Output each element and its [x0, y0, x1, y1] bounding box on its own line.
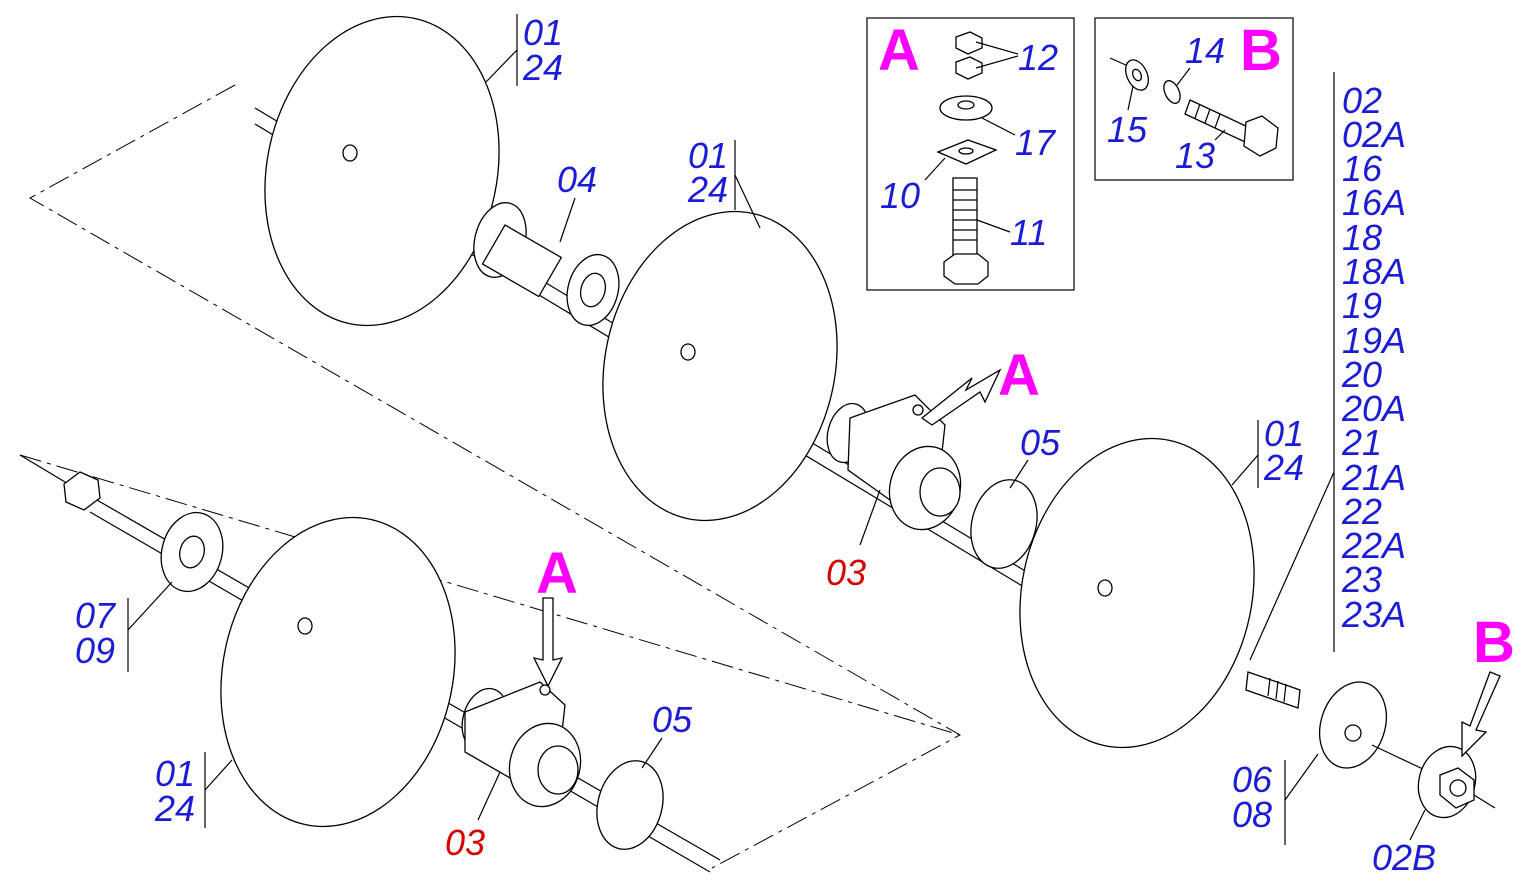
callout-spacer-05-mid: 05	[1020, 422, 1061, 463]
inset-a: A 12 17 10 11	[866, 17, 1075, 291]
upper-shaft-assembly	[254, 15, 1496, 819]
shaft-item-10: 21	[1341, 422, 1382, 463]
callout-mid-disc-24: 24	[687, 169, 728, 210]
housing-03-bottom	[461, 681, 582, 808]
callout-spacer-05-bottom: 05	[652, 699, 693, 740]
label-10: 10	[880, 175, 920, 216]
shaft-item-12: 22	[1341, 491, 1382, 532]
shaft-item-15: 23A	[1341, 594, 1406, 635]
nut-02B	[1417, 745, 1496, 819]
disc-bottom	[220, 516, 456, 828]
callout-arrow-b-right: B	[1473, 610, 1515, 675]
callout-right-disc-01: 01	[1264, 413, 1304, 454]
spacer-05-middle	[970, 479, 1038, 569]
nut-left	[63, 471, 101, 511]
bearing-04	[473, 202, 620, 327]
inset-b-frame	[1094, 17, 1294, 181]
label-14: 14	[1185, 30, 1225, 71]
shaft-item-2: 16	[1342, 148, 1383, 189]
label-17: 17	[1015, 122, 1057, 163]
lower-shaft-assembly	[19, 454, 721, 873]
callout-flange-08: 08	[1232, 794, 1272, 835]
shaft-item-9: 20A	[1341, 388, 1406, 429]
flange-06-08	[1319, 681, 1426, 771]
label-11: 11	[1010, 212, 1047, 253]
callout-flange-06: 06	[1232, 759, 1273, 800]
shaft-item-4: 18	[1342, 217, 1382, 258]
dashed-assembly-outline	[19, 84, 962, 869]
inset-a-frame	[866, 17, 1075, 291]
callouts: 01 24 04 01 24 A 05 03 01 24 07 09 01 24	[75, 12, 1515, 878]
label-12: 12	[1018, 37, 1058, 78]
shaft-item-6: 19	[1342, 285, 1382, 326]
callout-washer-07: 07	[75, 595, 117, 636]
callout-right-disc-24: 24	[1263, 447, 1304, 488]
callout-housing-03-mid: 03	[826, 552, 866, 593]
shaft-item-3: 16A	[1342, 182, 1406, 223]
callout-top-disc-24: 24	[522, 47, 563, 88]
shaft-item-8: 20	[1341, 354, 1382, 395]
callout-washer-09: 09	[75, 630, 115, 671]
shaft-threaded-end	[1245, 671, 1301, 709]
label-15: 15	[1107, 109, 1148, 150]
label-13: 13	[1175, 135, 1215, 176]
disc-right	[1019, 437, 1255, 749]
shaft-item-5: 18A	[1342, 251, 1406, 292]
housing-03-middle	[826, 394, 962, 531]
callout-bottom-disc-01: 01	[155, 753, 195, 794]
shaft-item-13: 22A	[1341, 525, 1406, 566]
callout-bottom-disc-24: 24	[154, 788, 195, 829]
shaft-variant-list: 02 02A 16 16A 18 18A 19 19A 20 20A 21 21…	[1249, 72, 1406, 661]
inset-a-letter: A	[878, 18, 920, 83]
shaft-item-11: 21A	[1341, 457, 1406, 498]
callout-bearing-04: 04	[557, 159, 597, 200]
callout-arrow-a-bottom: A	[536, 541, 578, 606]
callout-nut-02b: 02B	[1372, 837, 1436, 878]
callout-mid-disc-01: 01	[688, 135, 728, 176]
callout-arrow-a-mid: A	[998, 343, 1040, 408]
inset-b: B 15 14 13	[1094, 17, 1294, 181]
shaft-item-0: 02	[1342, 80, 1382, 121]
spacer-05-bottom	[596, 760, 664, 850]
callout-top-disc-01: 01	[523, 12, 563, 53]
shaft-item-14: 23	[1341, 559, 1382, 600]
shaft-item-7: 19A	[1342, 320, 1406, 361]
inset-b-letter: B	[1240, 18, 1282, 83]
callout-housing-03-bottom: 03	[445, 822, 485, 863]
shaft-item-1: 02A	[1342, 114, 1406, 155]
disc-middle	[602, 210, 838, 522]
disc-top	[264, 15, 500, 327]
